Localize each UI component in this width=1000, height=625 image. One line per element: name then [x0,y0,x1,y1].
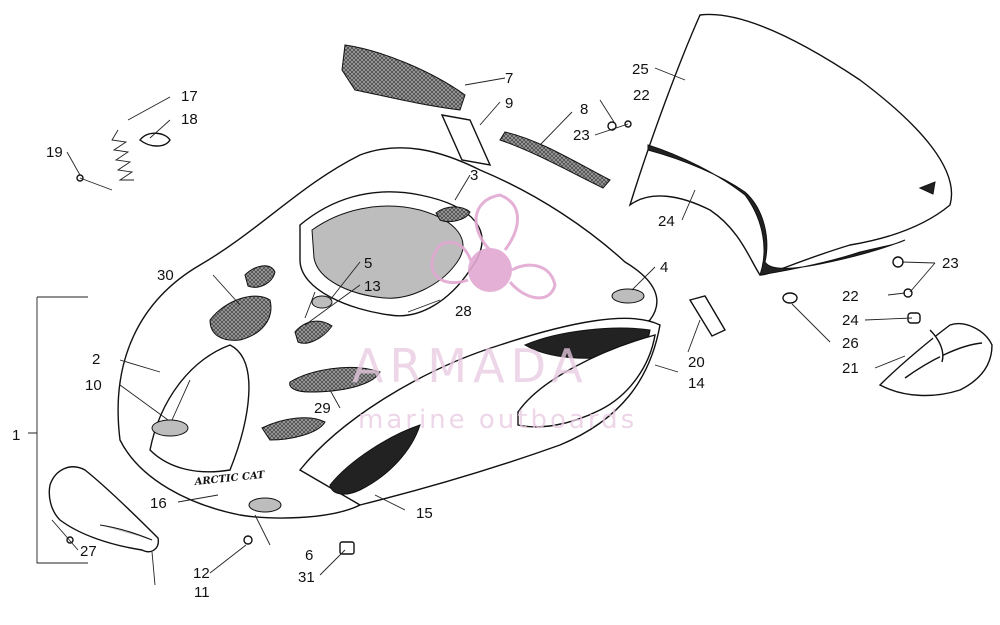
hood-assembly: ARCTIC CAT [117,147,661,519]
nut-22-right [892,256,904,268]
decal-9 [440,114,492,166]
callout-27: 27 [80,543,97,560]
clip-31 [339,541,355,555]
callout-18: 18 [181,111,198,128]
callout-2: 2 [92,351,100,368]
callout-24-left: 24 [658,213,675,230]
nut-22-top [607,121,617,131]
callout-13: 13 [364,278,381,295]
watermark-brand: ARMADA [352,339,589,393]
watermark-propeller-icon [430,193,557,300]
callout-24-right: 24 [842,312,859,329]
callout-11: 11 [194,584,210,601]
watermark-tagline: marine outboards [358,405,637,435]
callout-31: 31 [298,569,315,586]
washer-23-right [903,288,913,298]
screw-12 [243,535,253,545]
callout-12: 12 [193,565,210,582]
callout-28: 28 [455,303,472,320]
callout-6: 6 [305,547,313,564]
callout-17: 17 [181,88,198,105]
callout-21: 21 [842,360,859,377]
callout-14: 14 [688,375,705,392]
watermark: ARMADA marine outboards [352,193,637,435]
callout-29: 29 [314,400,331,417]
callout-16: 16 [150,495,167,512]
callout-22-top: 22 [633,87,650,104]
callout-4: 4 [660,259,668,276]
decal-7 [341,44,466,111]
callout-23-top: 23 [573,127,590,144]
deflector-21 [878,323,993,397]
bezel-11 [48,466,159,553]
bracket-20 [688,295,726,337]
spring-hardware [76,129,171,191]
callout-5: 5 [364,255,372,272]
callout-30: 30 [157,267,174,284]
plug-26 [782,292,798,304]
callout-20: 20 [688,354,705,371]
callout-8: 8 [580,101,588,118]
callout-labels: 1 2 3 4 5 6 7 8 9 10 11 12 13 14 15 16 1… [12,61,959,601]
windshield [628,13,953,276]
callout-25: 25 [632,61,649,78]
callout-7: 7 [505,70,513,87]
leader-lines [28,67,936,586]
callout-26: 26 [842,335,859,352]
decal-8 [499,131,611,189]
callout-3: 3 [470,167,478,184]
callout-10: 10 [85,377,102,394]
callout-19: 19 [46,144,63,161]
callout-22-right: 22 [842,288,859,305]
callout-23-right: 23 [942,255,959,272]
callout-9: 9 [505,95,513,112]
callout-15: 15 [416,505,433,522]
callout-1: 1 [12,427,20,444]
